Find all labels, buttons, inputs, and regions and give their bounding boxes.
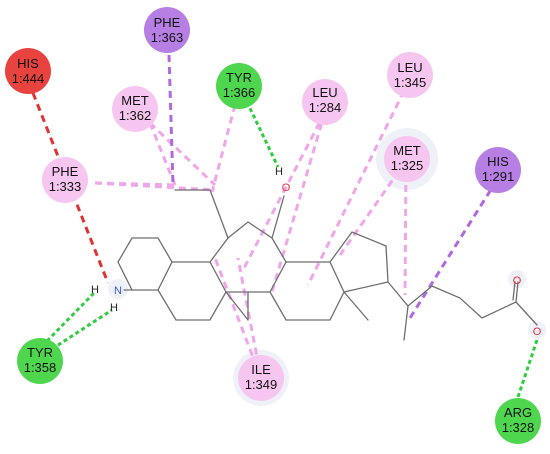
residue-phe333-number: 1:333 (49, 179, 82, 194)
residue-leu345: LEU 1:345 (387, 52, 433, 98)
residue-his291-number: 1:291 (482, 169, 515, 184)
hbond-tyr366 (245, 101, 280, 168)
residue-leu284: LEU 1:284 (302, 79, 348, 125)
residue-phe333: PHE 1:333 (42, 157, 88, 203)
residue-met325-disc (384, 136, 430, 182)
residue-tyr358-number: 1:358 (24, 360, 57, 375)
residue-met362-disc (112, 86, 158, 132)
atom-carbonyl-o: O (513, 275, 522, 287)
residue-his444-disc (5, 48, 51, 94)
residue-ile349-number: 1:349 (245, 377, 278, 392)
residue-tyr366-disc (216, 63, 262, 109)
residue-his291-name: HIS (487, 154, 509, 169)
residue-arg328: ARG 1:328 (495, 398, 541, 444)
residue-his444-number: 1:444 (12, 71, 45, 86)
interaction-met325-b (403, 160, 408, 296)
residue-tyr358-name: TYR (27, 345, 53, 360)
residue-phe363-disc (144, 7, 190, 53)
bond-side-methyl (403, 305, 409, 341)
ring-c (269, 261, 345, 321)
hbond-tyr358-b (51, 308, 113, 351)
residue-phe333-disc (42, 157, 88, 203)
residue-ile349-disc (238, 355, 284, 401)
hbond-arg328 (516, 339, 539, 398)
residue-met325-number: 1:325 (391, 158, 424, 173)
bond-carbonyl-2 (512, 281, 516, 301)
atom-hydroxyl-h: H (275, 166, 283, 178)
interaction-ile349-a (213, 257, 263, 379)
residue-arg328-disc (495, 398, 541, 444)
residue-met325-name: MET (393, 143, 421, 158)
interaction-phe333-b (94, 181, 216, 192)
ring-d (329, 231, 389, 293)
atom-carboxyl-o: O (533, 326, 542, 338)
ethyl-chain (174, 189, 229, 239)
residue-his291: HIS 1:291 (475, 147, 521, 193)
residue-met362-number: 1:362 (119, 108, 152, 123)
residue-phe363: PHE 1:363 (144, 7, 190, 53)
residue-leu345-disc (387, 52, 433, 98)
residue-ile349: ILE 1:349 (238, 355, 284, 401)
residue-tyr366-name: TYR (226, 70, 252, 85)
interaction-leu345 (306, 90, 406, 286)
residue-arg328-number: 1:328 (502, 420, 535, 435)
residue-ile349-name: ILE (251, 362, 271, 377)
halo-amine (108, 279, 128, 299)
interaction-leu284-a (240, 111, 327, 273)
bond-methyl-2 (343, 291, 369, 321)
interactions (31, 54, 539, 398)
residue-his444-name: HIS (17, 56, 39, 71)
halo-carbonyl (508, 270, 526, 288)
atom-amine-n: N (114, 285, 122, 297)
interaction-leu284-b (270, 111, 327, 293)
atom-amine-h1: H (91, 284, 99, 296)
residue-met362-name: MET (121, 93, 149, 108)
residues: HIS 1:444 PHE 1:363 TYR 1:366 MET 1:362 … (5, 7, 541, 444)
residue-phe363-number: 1:363 (151, 30, 184, 45)
residue-his444: HIS 1:444 (5, 48, 51, 94)
bond-carboxyl (515, 301, 538, 326)
residue-arg328-name: ARG (504, 405, 532, 420)
atom-amine-h2: H (110, 302, 118, 314)
atom-hydroxyl-o: O (282, 182, 291, 194)
residue-leu284-name: LEU (312, 85, 337, 100)
ring-b (209, 221, 287, 293)
residue-tyr366-number: 1:366 (223, 85, 256, 100)
halo-carboxyl (528, 321, 546, 339)
interaction-met362-b (148, 121, 217, 187)
ligand-skeleton (117, 189, 538, 341)
interaction-phe363 (167, 54, 175, 186)
interaction-his291 (408, 179, 499, 319)
residue-tyr358-disc (17, 338, 63, 384)
interaction-tyr366-pi (210, 104, 237, 193)
residue-his291-disc (475, 147, 521, 193)
ring-a-to-b (157, 261, 227, 321)
residue-tyr366: TYR 1:366 (216, 63, 262, 109)
ring-a (117, 237, 173, 291)
residue-leu284-number: 1:284 (309, 100, 342, 115)
residue-met325: MET 1:325 (384, 136, 430, 182)
interaction-ile349-b (236, 257, 263, 379)
residue-leu345-number: 1:345 (394, 75, 427, 90)
bond-b-c (225, 291, 249, 321)
residue-phe333-name: PHE (52, 164, 79, 179)
bond-hydroxyl (271, 195, 285, 239)
hbond-tyr358-a (45, 291, 96, 343)
residue-leu345-name: LEU (397, 60, 422, 75)
residue-tyr358: TYR 1:358 (17, 338, 63, 384)
residue-met362: MET 1:362 (112, 86, 158, 132)
residue-phe363-name: PHE (154, 15, 181, 30)
atom-labels: O H N H H O O (91, 166, 542, 338)
residue-leu284-disc (302, 79, 348, 125)
